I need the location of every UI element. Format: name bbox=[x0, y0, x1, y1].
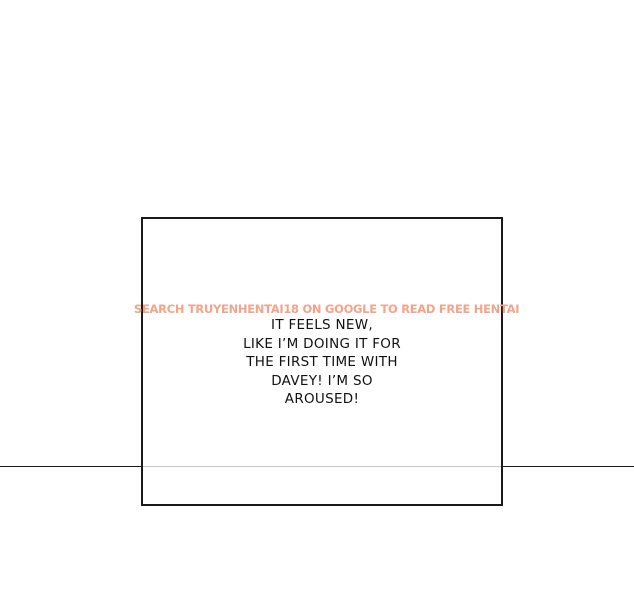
caption-text: IT FEELS NEW, LIKE I’M DOING IT FOR THE … bbox=[200, 316, 444, 409]
horizon-line-inner bbox=[143, 466, 501, 467]
horizon-line-left bbox=[0, 466, 143, 467]
horizon-line-right bbox=[501, 466, 634, 467]
caption-line: THE FIRST TIME WITH bbox=[246, 354, 398, 370]
caption-line: LIKE I’M DOING IT FOR bbox=[243, 335, 401, 352]
watermark-text: SEARCH TRUYENHENTAI18 ON GOOGLE TO READ … bbox=[134, 302, 520, 316]
caption-line: AROUSED! bbox=[284, 391, 360, 407]
comic-panel-frame bbox=[141, 217, 503, 506]
caption-line: DAVEY! I’M SO bbox=[271, 372, 373, 389]
caption-line: IT FEELS NEW, bbox=[271, 317, 373, 333]
